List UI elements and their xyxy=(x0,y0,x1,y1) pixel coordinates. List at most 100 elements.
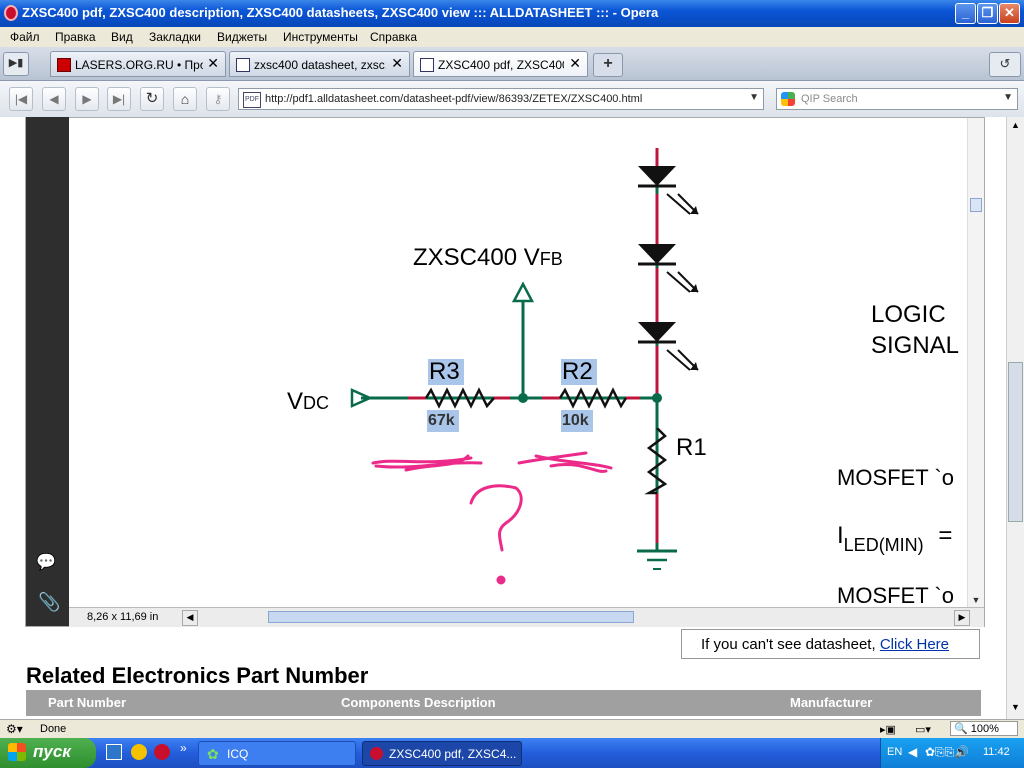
fast-forward-icon[interactable]: ▶| xyxy=(107,87,131,111)
clock: 11:42 xyxy=(983,746,1010,758)
tray-chevron-icon[interactable]: ◀ xyxy=(908,745,918,759)
status-gear-icon[interactable]: ⚙▾ xyxy=(6,722,23,736)
wand-icon[interactable]: ⚷ xyxy=(206,87,230,111)
r3-highlight xyxy=(428,359,464,385)
resistor-r2 xyxy=(558,387,628,409)
related-table-header: Part Number Components Description Manuf… xyxy=(26,690,981,716)
tab-zxsc400-pdf[interactable]: ZXSC400 pdf, ZXSC400 ... ✕ xyxy=(413,51,588,77)
scroll-right-icon[interactable]: ▶ xyxy=(954,610,970,626)
comments-icon[interactable]: 💬 xyxy=(36,554,56,571)
panel-toggle-icon[interactable]: ▶▮ xyxy=(3,52,29,76)
system-tray: EN ◀ ✿⎘⎘🔊 11:42 xyxy=(880,738,1024,768)
pdf-favicon-icon xyxy=(236,58,250,72)
status-bar: ⚙▾ Done ▸▣ ▭▾ 🔍 100% xyxy=(0,719,1024,739)
menu-tools[interactable]: Инструменты xyxy=(283,30,358,44)
quicklaunch-browser-icon[interactable] xyxy=(131,744,147,760)
related-parts-title: Related Electronics Part Number xyxy=(26,663,369,688)
opera-logo-icon xyxy=(4,5,18,21)
rewind-icon[interactable]: |◀ xyxy=(9,87,33,111)
tab-zxsc400-datasheet[interactable]: zxsc400 datasheet, zxsc... ✕ xyxy=(229,51,410,77)
close-tab-icon[interactable]: ✕ xyxy=(207,55,219,71)
view-icon[interactable]: ▭▾ xyxy=(915,724,931,736)
desktop-icon[interactable] xyxy=(106,744,122,760)
mosfet-text-2: MOSFET `o xyxy=(837,583,954,608)
new-tab-button[interactable]: + xyxy=(593,53,623,77)
menu-bar: Файл Правка Вид Закладки Виджеты Инструм… xyxy=(0,27,1024,47)
windows-logo-icon xyxy=(8,743,26,761)
status-text: Done xyxy=(40,723,67,735)
back-icon[interactable]: ◀ xyxy=(42,87,66,111)
tab-lasers[interactable]: LASERS.ORG.RU • Прос... ✕ xyxy=(50,51,226,77)
tray-apps-icon[interactable]: ✿⎘⎘🔊 xyxy=(925,745,970,759)
title-bar: ZXSC400 pdf, ZXSC400 description, ZXSC40… xyxy=(0,0,1024,27)
scroll-down-icon[interactable]: ▼ xyxy=(971,595,981,605)
scroll-down-icon[interactable]: ▼ xyxy=(1011,702,1020,712)
pdf-vertical-scrollbar[interactable]: ▼ xyxy=(967,118,984,608)
taskbar-opera[interactable]: ZXSC400 pdf, ZXSC4... xyxy=(362,741,522,766)
menu-widgets[interactable]: Виджеты xyxy=(217,30,268,44)
chevron-down-icon[interactable]: ▼ xyxy=(749,92,759,103)
url-text: http://pdf1.alldatasheet.com/datasheet-p… xyxy=(265,93,643,105)
search-engine-icon[interactable] xyxy=(781,92,795,106)
mosfet-text-1: MOSFET `o xyxy=(837,465,954,490)
attachment-icon[interactable]: 📎 xyxy=(38,592,61,612)
r2-highlight xyxy=(561,359,597,385)
vdc-input-marker xyxy=(350,388,374,408)
r2-label: R2 xyxy=(562,358,593,385)
maximize-button[interactable]: ❐ xyxy=(977,3,998,24)
scroll-left-icon[interactable]: ◀ xyxy=(182,610,198,626)
page-vertical-scrollbar[interactable]: ▲ ▼ xyxy=(1006,117,1024,719)
language-indicator[interactable]: EN xyxy=(887,746,903,758)
quicklaunch-opera-icon[interactable] xyxy=(154,744,170,760)
r3-label: R3 xyxy=(429,358,460,385)
menu-edit[interactable]: Правка xyxy=(55,30,96,44)
search-field[interactable]: QIP Search ▼ xyxy=(776,88,1018,110)
col-part-number: Part Number xyxy=(48,695,127,710)
start-button[interactable]: пуск xyxy=(0,738,96,768)
pdf-viewer: ZXSC400 VFB R3 R2 67k 10k R1 VDC LOGIC S… xyxy=(25,117,985,627)
click-here-link[interactable]: Click Here xyxy=(879,636,950,653)
pdf-page-icon: PDF xyxy=(243,92,261,108)
col-description: Components Description xyxy=(341,695,496,710)
zoom-field[interactable]: 🔍 100% xyxy=(950,721,1018,736)
home-icon[interactable]: ⌂ xyxy=(173,87,197,111)
fit-icon[interactable]: ▸▣ xyxy=(880,724,896,736)
logic-label: LOGIC xyxy=(871,301,946,328)
more-quicklaunch-icon[interactable]: » xyxy=(180,741,187,755)
page-size-label: 8,26 x 11,69 in xyxy=(87,611,159,623)
signal-label: SIGNAL xyxy=(871,332,960,359)
start-label: пуск xyxy=(33,742,71,761)
r3-value: 67k xyxy=(428,412,455,429)
scroll-up-icon[interactable]: ▲ xyxy=(1011,120,1020,130)
horizontal-scroll-thumb[interactable] xyxy=(268,611,634,623)
menu-view[interactable]: Вид xyxy=(111,30,133,44)
r2-value-highlight xyxy=(561,410,593,432)
window-title: ZXSC400 pdf, ZXSC400 description, ZXSC40… xyxy=(22,5,659,20)
minimize-button[interactable]: _ xyxy=(955,3,976,24)
pdf-status-strip: 8,26 x 11,69 in ◀ ▶ xyxy=(69,607,984,627)
circuit-schematic xyxy=(350,148,699,585)
menu-help[interactable]: Справка xyxy=(370,30,418,44)
led-2 xyxy=(638,244,699,293)
menu-bookmarks[interactable]: Закладки xyxy=(149,30,201,44)
reload-icon[interactable]: ↻ xyxy=(140,87,164,111)
pdf-favicon-icon xyxy=(420,58,434,72)
page-scroll-thumb[interactable] xyxy=(1008,362,1023,522)
search-placeholder: QIP Search xyxy=(801,93,858,105)
pdf-sidebar: 💬 📎 xyxy=(26,117,69,626)
taskbar-icq[interactable]: ✿ ICQ xyxy=(198,741,356,766)
resistor-r1 xyxy=(644,427,668,495)
pdf-scroll-thumb[interactable] xyxy=(970,198,982,212)
icq-flower-icon: ✿ xyxy=(207,746,219,762)
menu-file[interactable]: Файл xyxy=(10,30,40,44)
resistor-r3 xyxy=(424,387,495,409)
vdc-label: VDC xyxy=(287,388,330,415)
close-button[interactable]: ✕ xyxy=(999,3,1020,24)
chevron-down-icon[interactable]: ▼ xyxy=(1003,92,1013,103)
address-field[interactable]: PDF http://pdf1.alldatasheet.com/datashe… xyxy=(238,88,764,110)
close-tab-icon[interactable]: ✕ xyxy=(569,55,581,71)
close-tab-icon[interactable]: ✕ xyxy=(391,55,403,71)
closed-tabs-icon[interactable]: ↺ xyxy=(989,52,1021,77)
vfb-label: ZXSC400 VFB xyxy=(413,244,563,271)
forward-icon[interactable]: ▶ xyxy=(75,87,99,111)
